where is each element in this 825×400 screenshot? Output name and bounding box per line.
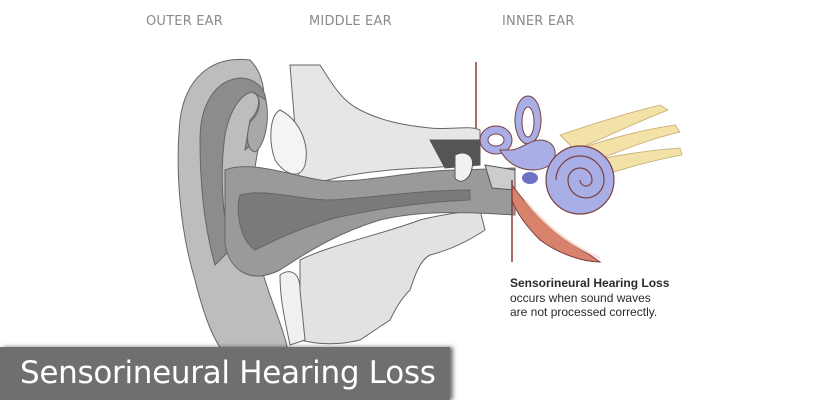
temporal-bone [270, 64, 486, 346]
callout-line-1: occurs when sound waves [510, 290, 651, 305]
title-banner: Sensorineural Hearing Loss [0, 347, 450, 400]
callout-line-2: are not processed correctly. [510, 305, 658, 319]
ossicles [429, 139, 516, 191]
callout-title: Sensorineural Hearing Loss [510, 276, 670, 290]
section-label-outer-ear: OUTER EAR [146, 14, 224, 29]
section-label-middle-ear: MIDDLE EAR [309, 14, 392, 29]
semicircular-canals [479, 95, 556, 171]
ear-canal [224, 166, 516, 277]
callout-text: Sensorineural Hearing Loss occurs when s… [510, 276, 669, 320]
cochlea [522, 145, 615, 215]
section-label-inner-ear: INNER EAR [502, 14, 575, 29]
banner-title: Sensorineural Hearing Loss [20, 355, 436, 391]
